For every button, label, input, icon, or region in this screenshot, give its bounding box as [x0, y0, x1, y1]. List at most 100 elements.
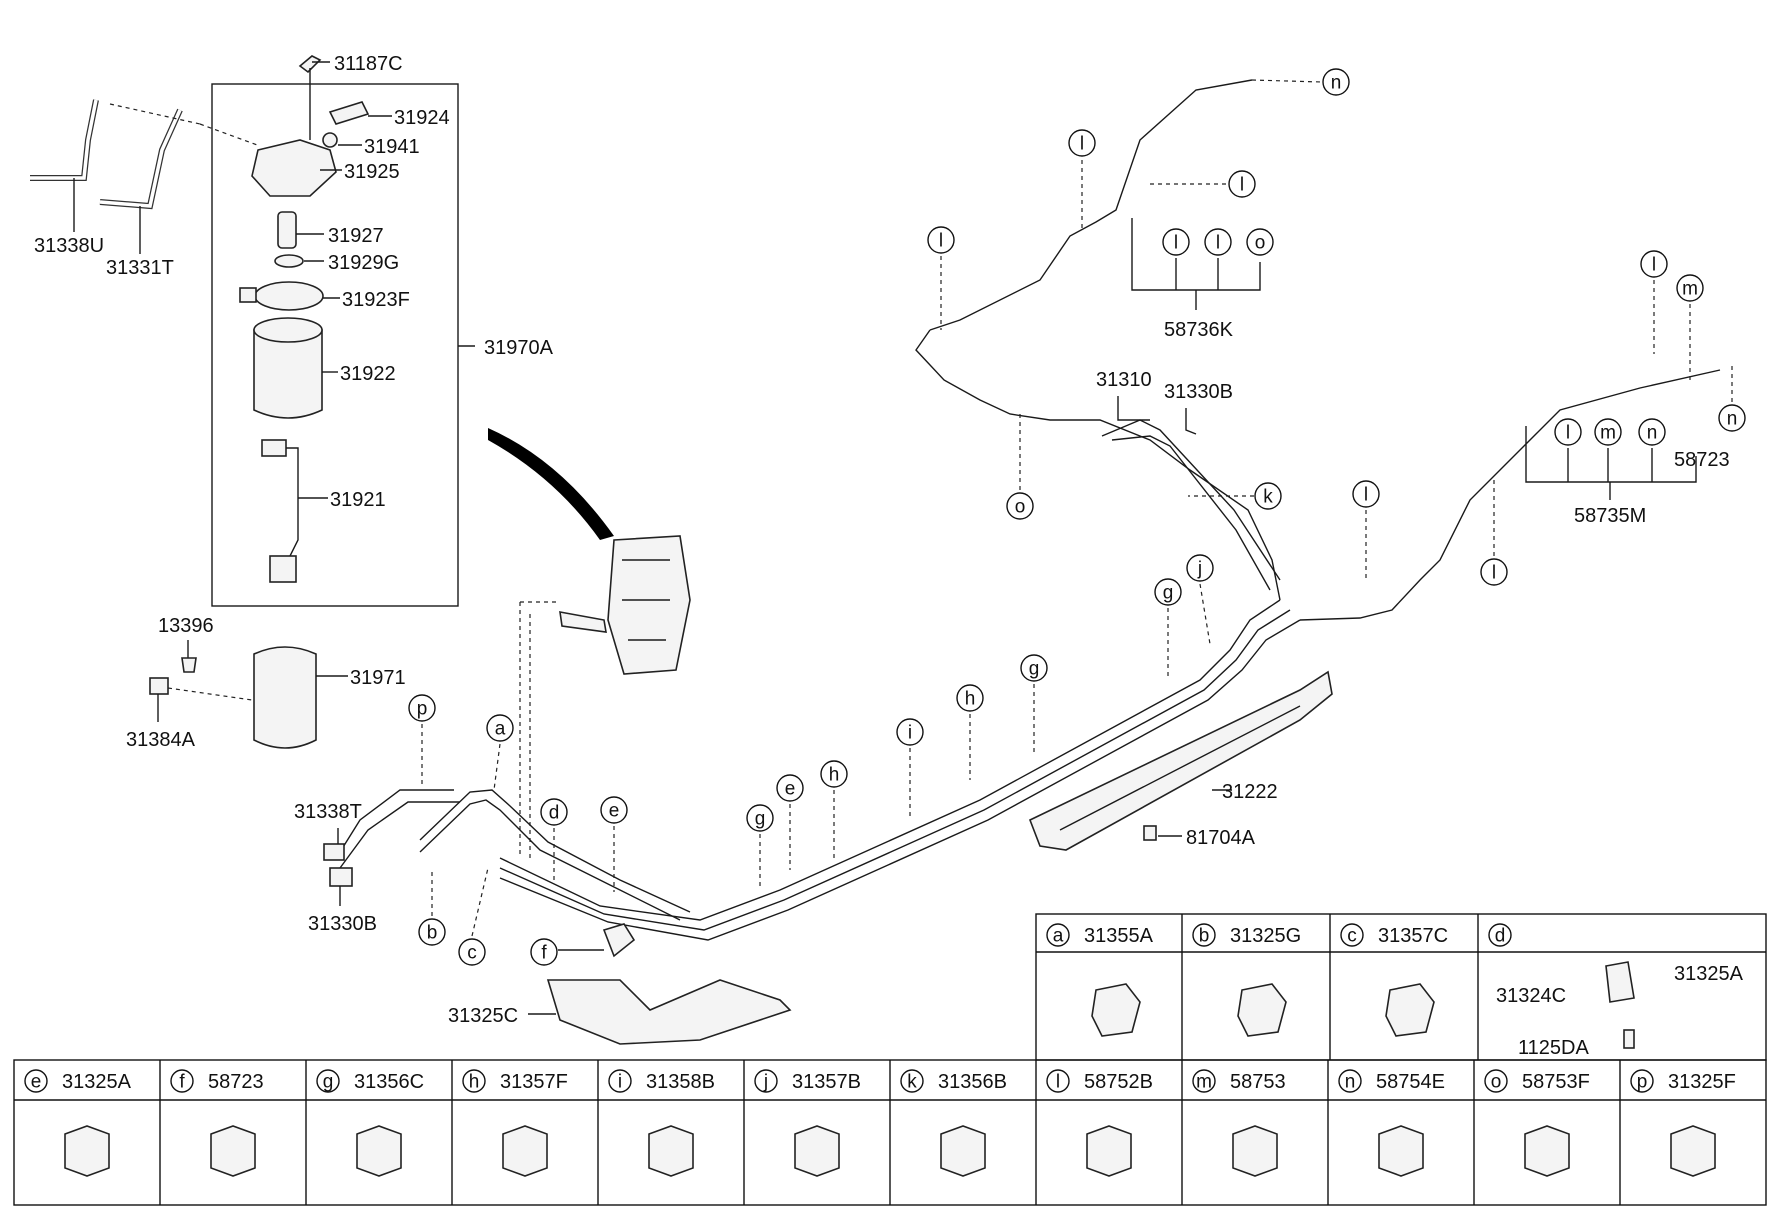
callout-circle-l-letter: l [1174, 233, 1178, 254]
legend-part-j: 31357B [792, 1071, 861, 1093]
legend-part-f: 58723 [208, 1071, 264, 1093]
leader-line-a [493, 743, 501, 791]
callout-31927: 31927 [328, 225, 384, 247]
leader-line-n [1251, 79, 1323, 83]
callout-circle-l-letter: l [1492, 563, 1496, 584]
callout-circle-g: g [1154, 578, 1182, 606]
callout-circle-j-letter: j [1197, 559, 1202, 580]
callout-31384A: 31384A [126, 729, 196, 751]
callout-circle-g: g [746, 804, 774, 832]
part-81704A-drawing [1143, 825, 1157, 841]
legend-drawing-k [940, 1125, 986, 1177]
legend-letter-j-letter: j [763, 1072, 768, 1093]
callout-58723-right: 58723 [1674, 449, 1730, 471]
legend-letter-h: h [462, 1069, 486, 1093]
callout-circle-l: l [1068, 129, 1096, 157]
callout-31330B-top: 31330B [1164, 381, 1233, 403]
legend-drawing-a [1091, 983, 1141, 1037]
view-arrow [488, 428, 614, 540]
legend-letter-o: o [1484, 1069, 1508, 1093]
callout-circle-o-letter: o [1015, 497, 1026, 518]
callout-81704A: 81704A [1186, 827, 1256, 849]
callout-circle-l: l [1554, 418, 1582, 446]
callout-circle-o: o [1246, 228, 1274, 256]
legend-part-c: 31357C [1378, 925, 1448, 947]
callout-31331T: 31331T [106, 257, 174, 279]
legend-d-drawing [1605, 961, 1635, 1003]
part-13396-drawing [181, 657, 197, 673]
legend-drawing-g [356, 1125, 402, 1177]
callout-circle-n: n [1322, 68, 1350, 96]
part-31325C-drawing [546, 979, 792, 1045]
legend-drawing-o [1524, 1125, 1570, 1177]
legend-letter-d-letter: d [1495, 926, 1506, 947]
legend-drawing-c [1385, 983, 1435, 1037]
callout-circle-m-letter: m [1682, 279, 1698, 300]
callout-circle-l: l [927, 226, 955, 254]
callout-circle-h-letter: h [965, 689, 976, 710]
callout-circle-b: b [418, 918, 446, 946]
callout-31925: 31925 [344, 161, 400, 183]
hose-31331T [99, 108, 183, 210]
legend-cell-i: i 31358B [608, 1069, 715, 1177]
legend-letter-g-letter: g [323, 1072, 334, 1093]
legend-letter-a-letter: a [1053, 926, 1064, 947]
pipe-run-right [1299, 369, 1721, 621]
callout-31310: 31310 [1096, 369, 1152, 391]
callout-circle-e: e [600, 796, 628, 824]
callout-31338T: 31338T [294, 801, 362, 823]
part-31222-drawing [1028, 670, 1333, 851]
part-31941-drawing [322, 132, 338, 148]
callout-circle-h-letter: h [829, 765, 840, 786]
callout-circle-g: g [1020, 654, 1048, 682]
callout-circle-l: l [1204, 228, 1232, 256]
callout-13396: 13396 [158, 615, 214, 637]
callout-circle-l-letter: l [1240, 175, 1244, 196]
legend-drawing-m [1232, 1125, 1278, 1177]
part-31330B-left-drawing [329, 867, 353, 887]
legend-cell-j: j 31357B [754, 1069, 861, 1177]
part-31923F-drawing [254, 281, 324, 311]
legend-part-o: 58753F [1522, 1071, 1590, 1093]
callout-circle-m: m [1676, 274, 1704, 302]
callout-circle-e-letter: e [609, 801, 620, 822]
legend-letter-i-letter: i [618, 1072, 622, 1093]
legend-sub-part-1125DA: 1125DA [1518, 1037, 1589, 1059]
legend-letter-c-letter: c [1347, 926, 1357, 947]
assembled-filter-drawing [559, 535, 691, 675]
callout-circle-n: n [1638, 418, 1666, 446]
callout-31924: 31924 [394, 107, 450, 129]
callout-circle-i-letter: i [908, 723, 912, 744]
callout-circle-p: p [408, 694, 436, 722]
legend-letter-k-letter: k [907, 1072, 917, 1093]
callout-circle-o: o [1006, 492, 1034, 520]
legend-letter-i: i [608, 1069, 632, 1093]
callout-circle-b-letter: b [427, 923, 438, 944]
legend-cell-b: b 31325G [1192, 923, 1301, 1037]
legend-part-l: 58752B [1084, 1071, 1153, 1093]
legend-letter-a: a [1046, 923, 1070, 947]
callout-58735M: 58735M [1574, 505, 1646, 527]
legend-part-i: 31358B [646, 1071, 715, 1093]
legend-letter-e-letter: e [31, 1072, 42, 1093]
callout-circle-l-letter: l [1080, 134, 1084, 155]
callout-circle-n-letter: n [1727, 409, 1738, 430]
callout-31187C: 31187C [334, 53, 403, 75]
legend-letter-g: g [316, 1069, 340, 1093]
callout-circle-i: i [896, 718, 924, 746]
legend-letter-m-letter: m [1196, 1072, 1212, 1093]
legend-part-b: 31325G [1230, 925, 1301, 947]
legend-letter-b: b [1192, 923, 1216, 947]
part-f-drawing [602, 923, 636, 958]
callout-circle-d-letter: d [549, 803, 560, 824]
callout-circle-n-letter: n [1647, 423, 1658, 444]
legend-letter-b-letter: b [1199, 926, 1210, 947]
legend-part-g: 31356C [354, 1071, 424, 1093]
callout-31922: 31922 [340, 363, 396, 385]
legend-cell-c: c 31357C [1340, 923, 1448, 1037]
leader-line-c [471, 867, 489, 937]
